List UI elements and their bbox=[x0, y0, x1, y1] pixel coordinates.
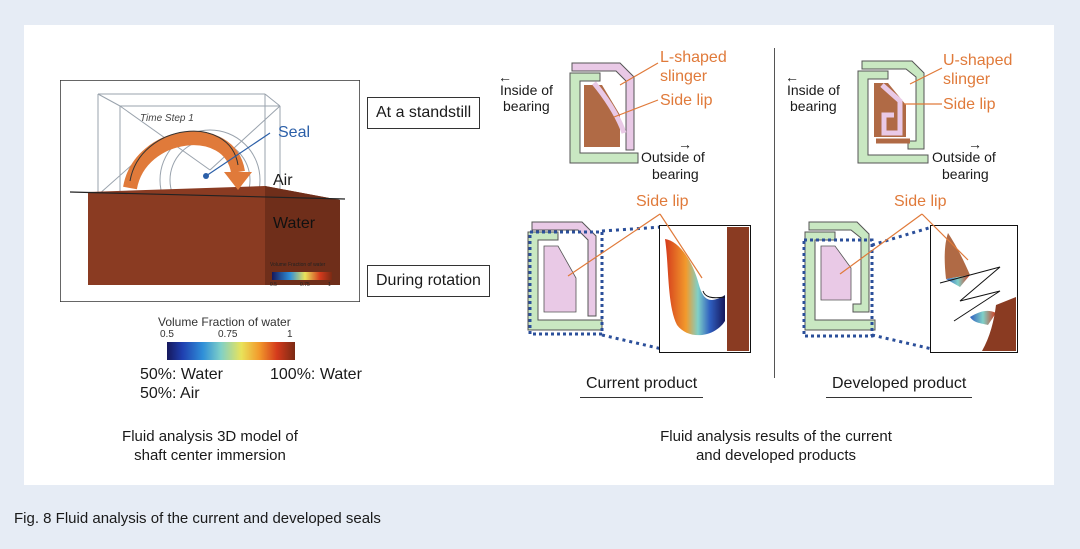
developed-zoom-connector bbox=[871, 225, 933, 351]
legend-low-line2: 50%: Air bbox=[140, 385, 200, 402]
mini-legend-title: Volume Fraction of water bbox=[270, 262, 326, 268]
current-rotation-seal bbox=[527, 221, 603, 331]
developed-rotation-side-lip: Side lip bbox=[894, 193, 947, 210]
current-slinger-line2: slinger bbox=[660, 68, 708, 85]
developed-inside-line2: bearing bbox=[790, 98, 837, 114]
right-caption: Fluid analysis results of the current an… bbox=[616, 427, 936, 465]
current-outside-line1: Outside of bbox=[641, 149, 705, 165]
current-outside-line2: bearing bbox=[652, 166, 699, 182]
figure-caption: Fig. 8 Fluid analysis of the current and… bbox=[14, 510, 381, 527]
standstill-label: At a standstill bbox=[367, 97, 481, 129]
legend-tick-high: 1 bbox=[287, 329, 293, 340]
current-rotation-pointers bbox=[567, 213, 703, 279]
mini-legend-tick-low: 0.5 bbox=[270, 282, 277, 288]
developed-outside-line2: bearing bbox=[942, 166, 989, 182]
developed-zoom-image bbox=[930, 225, 1018, 353]
mini-legend-tick-high: 1 bbox=[328, 282, 331, 288]
current-outside-arrow: → bbox=[678, 136, 692, 152]
developed-product-label: Developed product bbox=[826, 375, 973, 398]
mini-legend-tick-mid: 0.75 bbox=[300, 282, 310, 288]
left-caption-line2: shaft center immersion bbox=[134, 447, 286, 464]
seal-label: Seal bbox=[278, 124, 311, 141]
developed-rotation-pointers bbox=[839, 213, 969, 275]
air-label: Air bbox=[273, 172, 293, 189]
current-zoom-region bbox=[528, 230, 604, 336]
current-pointer-lines bbox=[613, 62, 659, 118]
developed-rotation-seal bbox=[804, 221, 876, 331]
developed-zoom-region bbox=[802, 238, 874, 338]
right-caption-line2: and developed products bbox=[695, 447, 857, 464]
developed-pointer-lines bbox=[904, 67, 943, 105]
developed-side-lip-label: Side lip bbox=[943, 96, 996, 113]
legend-color-bar bbox=[167, 342, 295, 360]
current-product-label: Current product bbox=[580, 375, 704, 398]
current-inside-arrow: ← bbox=[498, 69, 512, 85]
developed-outside-line1: Outside of bbox=[932, 149, 996, 165]
developed-standstill-seal bbox=[857, 60, 929, 164]
legend-high-label: 100%: Water bbox=[270, 366, 362, 383]
legend-title: Volume Fraction of water bbox=[158, 315, 291, 329]
developed-slinger-line2: slinger bbox=[943, 71, 991, 88]
left-caption: Fluid analysis 3D model of shaft center … bbox=[90, 427, 330, 465]
product-divider bbox=[774, 48, 775, 378]
current-slinger-line1: L-shaped bbox=[660, 49, 727, 66]
current-standstill-seal bbox=[569, 62, 639, 164]
current-side-lip-label: Side lip bbox=[660, 92, 713, 109]
water-label: Water bbox=[273, 215, 316, 232]
time-step-label: Time Step 1 bbox=[140, 113, 194, 124]
right-caption-line1: Fluid analysis results of the current bbox=[660, 428, 892, 445]
current-rotation-side-lip: Side lip bbox=[636, 193, 689, 210]
legend-tick-low: 0.5 bbox=[160, 329, 174, 340]
3d-model-image bbox=[60, 80, 360, 302]
developed-inside-line1: Inside of bbox=[787, 82, 840, 98]
developed-inside-arrow: ← bbox=[785, 69, 799, 85]
current-inside-line2: bearing bbox=[503, 98, 550, 114]
left-caption-line1: Fluid analysis 3D model of bbox=[122, 428, 298, 445]
legend-low-line1: 50%: Water bbox=[140, 366, 223, 383]
current-zoom-image bbox=[659, 225, 751, 353]
developed-slinger-line1: U-shaped bbox=[943, 52, 1013, 69]
developed-outside-arrow: → bbox=[968, 136, 982, 152]
current-inside-line1: Inside of bbox=[500, 82, 553, 98]
rotation-label: During rotation bbox=[367, 265, 490, 297]
current-zoom-connector bbox=[601, 225, 663, 351]
legend-tick-mid: 0.75 bbox=[218, 329, 238, 340]
